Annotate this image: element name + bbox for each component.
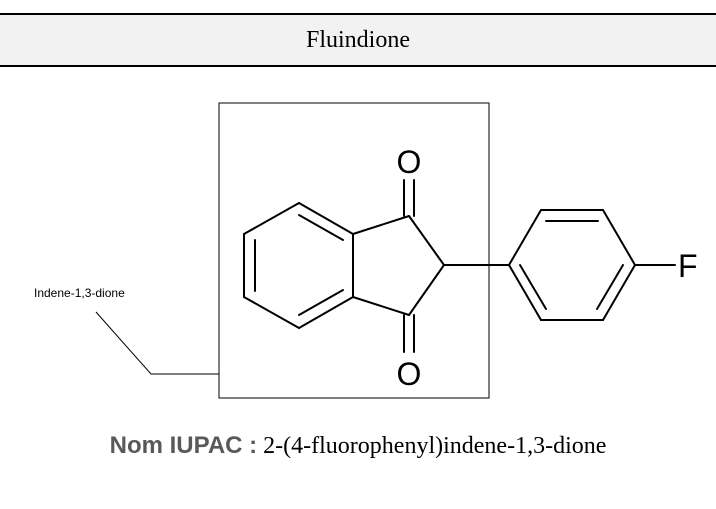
callout-label: Indene-1,3-dione — [34, 286, 125, 300]
iupac-name: 2-(4-fluorophenyl)indene-1,3-dione — [263, 433, 607, 459]
molecule-bonds — [243, 179, 676, 353]
iupac-label: Nom IUPAC : — [109, 432, 258, 459]
callout-leader-line — [95, 311, 219, 375]
atom-oxygen-top: O — [397, 144, 422, 180]
title-bar: Fluindione — [0, 13, 716, 67]
indenedione-highlight-box — [218, 102, 490, 399]
iupac-line: Nom IUPAC : 2-(4-fluorophenyl)indene-1,3… — [0, 432, 716, 460]
atom-oxygen-bottom: O — [397, 356, 422, 392]
atom-fluorine: F — [678, 248, 698, 284]
page-title: Fluindione — [305, 26, 410, 53]
